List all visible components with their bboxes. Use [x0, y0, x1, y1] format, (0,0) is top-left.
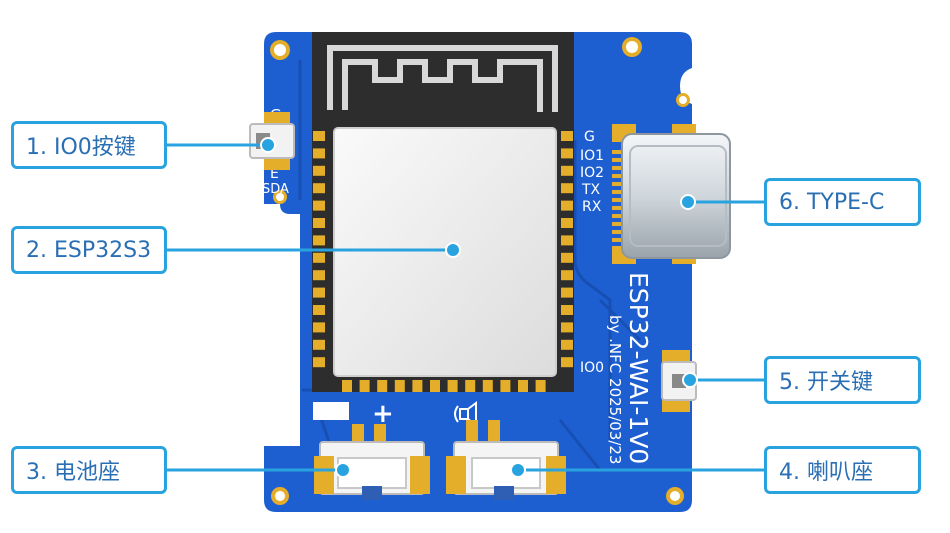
- silk-right-g: G: [584, 129, 595, 145]
- usb-pin: [612, 238, 626, 242]
- leader-dots: [260, 137, 698, 478]
- module-pad: [561, 322, 573, 333]
- module-pad: [313, 305, 325, 315]
- rf-shield: [333, 127, 557, 377]
- module-pad: [430, 380, 440, 392]
- module-pad: [561, 235, 573, 246]
- usb-pin: [612, 222, 626, 226]
- callout-esp32s3-label: 2. ESP32S3: [26, 237, 152, 263]
- silk-battery-plus: +: [372, 399, 394, 429]
- module-pad: [313, 287, 325, 298]
- module-pad: [561, 357, 573, 368]
- callout-io0-button-label: 1. IO0按键: [26, 135, 136, 160]
- module-pad: [561, 287, 573, 298]
- speaker-connector: [446, 420, 566, 500]
- usb-pin: [612, 230, 626, 234]
- module-pad: [465, 380, 476, 392]
- callout-type-c-label: 6. TYPE-C: [779, 189, 885, 215]
- callout-speaker-connector: 4. 喇叭座: [764, 446, 921, 494]
- leader-lines: [165, 143, 765, 472]
- mounting-holes: [270, 37, 690, 505]
- module-pad: [313, 131, 325, 141]
- usb-pin: [612, 174, 626, 178]
- esp32s3-module: [312, 32, 574, 392]
- module-bottom-pins: [342, 380, 546, 392]
- silk-left-sda: SDA: [262, 182, 289, 197]
- silk-right-io0: IO0: [580, 360, 604, 376]
- callout-power-switch: 5. 开关键: [764, 356, 921, 404]
- module-pad: [561, 148, 573, 159]
- usb-type-c-connector: [612, 124, 731, 264]
- module-pad: [447, 380, 458, 392]
- usb-pin: [612, 150, 626, 154]
- module-pad: [313, 339, 325, 350]
- module-pad: [313, 200, 325, 211]
- silk-right-tx: TX: [581, 182, 601, 198]
- callout-power-switch-label: 5. 开关键: [779, 370, 873, 395]
- module-pad: [313, 322, 325, 333]
- module-pad: [482, 380, 493, 392]
- module-pad: [561, 270, 573, 281]
- power-switch: [661, 350, 697, 412]
- callout-type-c: 6. TYPE-C: [764, 178, 921, 226]
- battery-polarity-mark: [313, 402, 349, 420]
- module-pad: [561, 183, 573, 194]
- module-pad: [518, 380, 528, 392]
- silk-left-e: E: [270, 166, 279, 182]
- silk-right-rx: RX: [582, 199, 602, 215]
- module-pad: [313, 218, 325, 228]
- callout-battery-connector-label: 3. 电池座: [26, 460, 120, 485]
- usb-pin: [612, 206, 626, 210]
- module-pad: [313, 148, 325, 159]
- usb-pin: [612, 190, 626, 194]
- module-pad: [313, 183, 325, 194]
- module-pad: [561, 131, 573, 141]
- module-pad: [412, 380, 423, 392]
- module-pad: [313, 235, 325, 246]
- module-pad: [535, 380, 546, 392]
- module-pad: [313, 270, 325, 281]
- callout-speaker-connector-label: 4. 喇叭座: [779, 460, 873, 485]
- board-name-silk: ESP32-WAI-1V0: [624, 272, 653, 464]
- module-pad: [313, 165, 325, 176]
- callout-battery-connector: 3. 电池座: [11, 446, 167, 494]
- module-pad: [359, 380, 370, 392]
- module-pad: [561, 200, 573, 211]
- module-pad: [394, 380, 405, 392]
- usb-pin: [612, 182, 626, 186]
- board-author-silk: by .NFC 2025/03/23: [606, 315, 624, 464]
- silk-right-io1: IO1: [580, 148, 604, 164]
- usb-pin: [612, 166, 626, 170]
- module-right-pins: [561, 131, 573, 368]
- module-pad: [561, 252, 573, 263]
- usb-pin: [612, 198, 626, 202]
- callout-io0-button: 1. IO0按键: [11, 121, 167, 169]
- callout-esp32s3: 2. ESP32S3: [11, 226, 167, 274]
- module-left-pins: [313, 131, 325, 368]
- module-pad: [313, 252, 325, 263]
- module-pad: [561, 165, 573, 176]
- module-pad: [561, 218, 573, 228]
- usb-pin: [612, 214, 626, 218]
- module-pad: [313, 357, 325, 368]
- usb-pin: [612, 158, 626, 162]
- antenna-trace: [327, 45, 558, 112]
- module-pad: [500, 380, 511, 392]
- usb-pins: [612, 150, 626, 242]
- module-pad: [342, 380, 352, 392]
- silk-right-io2: IO2: [580, 165, 604, 181]
- module-pad: [561, 305, 573, 315]
- module-pad: [377, 380, 388, 392]
- module-pad: [561, 339, 573, 350]
